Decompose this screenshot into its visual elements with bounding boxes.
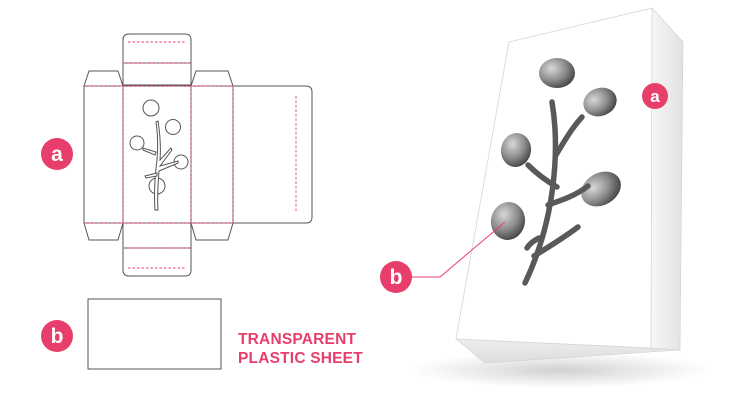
right-side-panel [190,85,234,224]
top-tuck-flap [122,33,192,64]
caption-line-2: PLASTIC SHEET [238,350,363,367]
badge-b-box: b [380,261,412,293]
leader-line-b [411,221,506,278]
svg-text:b: b [51,325,64,348]
svg-text:b: b [390,266,403,289]
box-3d [455,7,684,364]
badge-b-sheet: b [41,320,73,352]
bottom-tuck-flap [122,247,192,277]
plastic-sheet-caption: TRANSPARENT PLASTIC SHEET [238,330,363,368]
box-window-branch [522,99,591,286]
left-top-dust-flap [83,70,124,87]
left-side-panel [83,85,124,224]
badge-a-dieline: a [41,138,73,170]
top-panel [122,62,192,86]
fold-lines [84,41,297,269]
back-panel [233,85,313,224]
caption-line-1: TRANSPARENT [238,331,357,348]
box-dieline [83,33,313,277]
box-window [490,58,621,240]
left-bottom-dust-flap [83,222,124,241]
svg-text:a: a [650,87,660,106]
right-top-dust-flap [190,70,234,87]
box-side-face [650,7,684,351]
bottom-panel [122,222,192,249]
svg-text:a: a [51,143,63,166]
dieline-window-cutout [129,99,189,211]
badge-a-box: a [642,83,668,109]
plastic-sheet-outline [87,298,222,370]
right-bottom-dust-flap [190,222,234,241]
